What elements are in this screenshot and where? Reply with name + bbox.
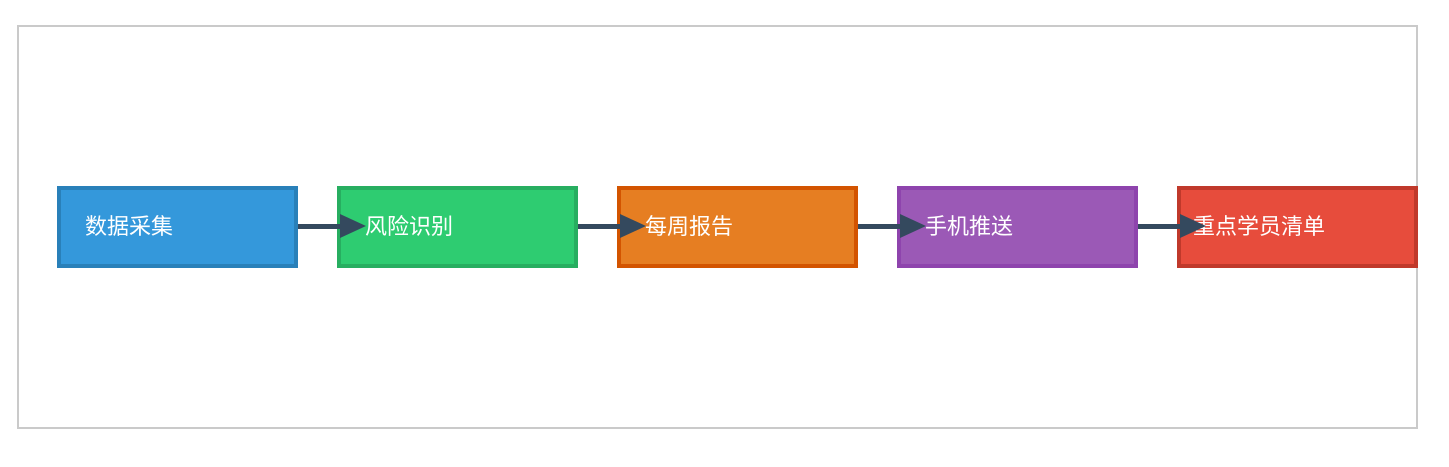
connector-line xyxy=(578,224,620,229)
connector-line xyxy=(1138,224,1180,229)
connector-line xyxy=(858,224,900,229)
flow-step-label: 数据采集 xyxy=(85,214,174,239)
arrowhead-right-icon xyxy=(340,214,366,238)
flow-step-label: 风险识别 xyxy=(365,214,454,239)
arrowhead-right-icon xyxy=(620,214,646,238)
flow-step-label: 手机推送 xyxy=(925,214,1014,239)
connector-line xyxy=(298,224,340,229)
flow-step-mobile-push: 手机推送 xyxy=(897,186,1138,268)
flow-step-weekly-report: 每周报告 xyxy=(617,186,858,268)
flow-step-key-student-list: 重点学员清单 xyxy=(1177,186,1418,268)
flow-step-risk-identification: 风险识别 xyxy=(337,186,578,268)
flow-step-label: 每周报告 xyxy=(645,214,734,239)
arrowhead-right-icon xyxy=(1180,214,1206,238)
arrowhead-right-icon xyxy=(900,214,926,238)
flow-step-label: 重点学员清单 xyxy=(1193,214,1326,239)
flow-step-data-collection: 数据采集 xyxy=(57,186,298,268)
